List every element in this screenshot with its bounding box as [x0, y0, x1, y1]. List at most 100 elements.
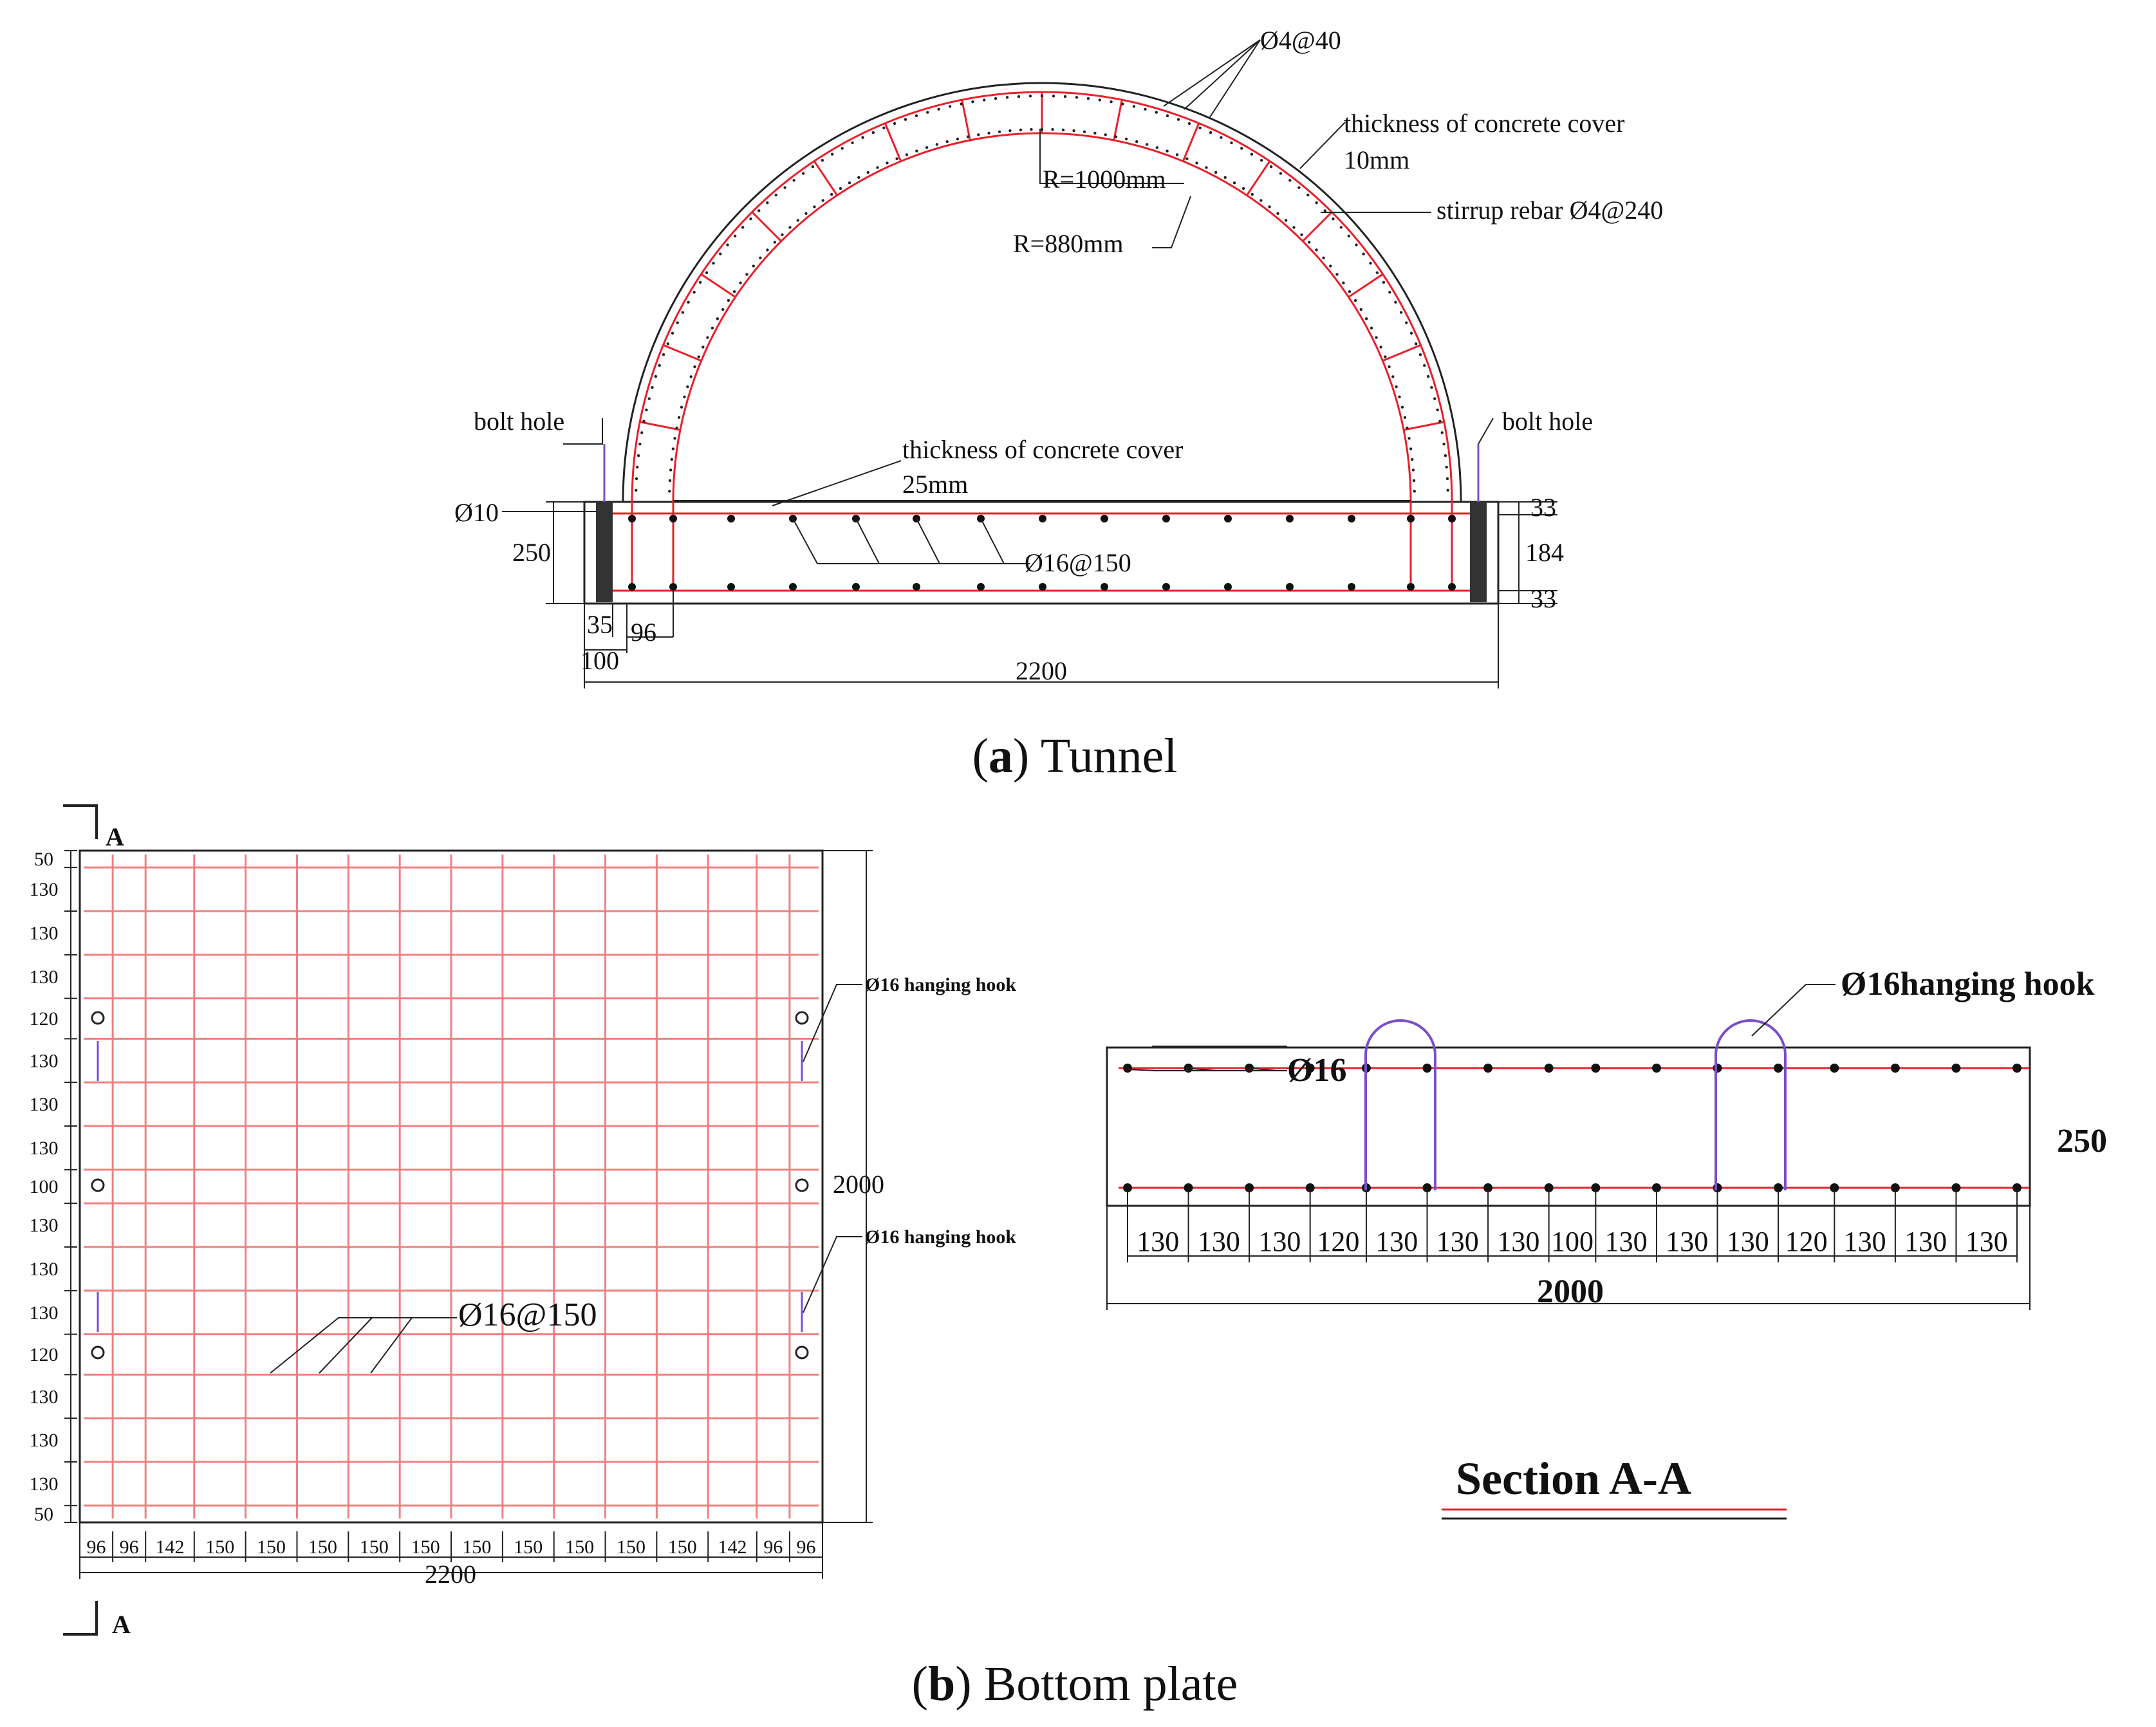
arch-rebar-dot: [1040, 127, 1044, 131]
arch-rebar-dot: [1086, 97, 1090, 100]
arch-rebar-dot: [669, 468, 673, 472]
arch-rebar-dot: [640, 431, 644, 434]
label-r-outer: R=1000mm: [1043, 165, 1166, 194]
arch-rebar-dot: [727, 299, 730, 302]
arch-rebar-dot: [687, 300, 690, 304]
slab-rebar-dot: [913, 583, 920, 591]
plate-bolt-l1: [91, 1011, 105, 1025]
arch-rebar-dot: [804, 212, 808, 215]
section-rebar-dot: [1890, 1064, 1900, 1073]
arch-rebar-dot: [712, 261, 715, 265]
plate-row-spacing-label: 130: [30, 1094, 59, 1115]
arch-rebar-dot: [937, 107, 940, 111]
arch-rebar-dot: [1308, 241, 1311, 244]
plate-col-spacing-label: 142: [718, 1537, 747, 1558]
left-bolt-hole: [596, 502, 613, 602]
label-cover-base-2: 25mm: [902, 470, 968, 499]
arch-rebar-dot: [1355, 243, 1358, 246]
section-rebar-leader-2: [1185, 1067, 1287, 1071]
leader-cover-top: [1299, 122, 1346, 169]
plate-row-spacing-label: 130: [30, 1430, 59, 1451]
arch-rebar-dot: [1008, 129, 1012, 133]
section-hook-right: [1715, 1019, 1787, 1190]
label-base-rebar: Ø16@150: [1025, 548, 1131, 577]
arch-rebar-dot: [1315, 201, 1318, 205]
slab-rebar-dot: [789, 583, 797, 591]
arch-rebar-dot: [1185, 157, 1189, 160]
arch-rebar-dot: [882, 126, 886, 129]
arch-rebar-dot: [792, 179, 795, 182]
arch-rebar-dot: [1430, 386, 1433, 389]
tunnel-base-slab: [583, 501, 1500, 605]
arch-rebar-dot: [757, 209, 761, 212]
dim-bottom-cover: 33: [1530, 584, 1556, 613]
arch-rebar-dot: [1075, 96, 1079, 99]
arch-rebar-dot: [1166, 114, 1169, 118]
arch-rebar-dot: [1030, 128, 1033, 131]
arch-rebar-dot: [1187, 122, 1191, 125]
arch-rebar-dot: [886, 162, 889, 165]
arch-rebar-dot: [1063, 95, 1067, 98]
arch-rebar-dot: [1445, 477, 1449, 481]
leader-r-inner: [1152, 196, 1191, 248]
arch-rebar-dot: [702, 346, 705, 349]
arch-rebar-dot: [857, 176, 860, 180]
slab-rebar-dots: [628, 515, 1456, 591]
arch-rebar-dot: [681, 311, 685, 314]
hook-leader-bottom: [803, 1236, 862, 1313]
arch-rebar-dot: [926, 111, 929, 114]
arch-rebar-dot: [1359, 308, 1363, 311]
section-spacing-label: 120: [1785, 1226, 1828, 1257]
arch-rebar-dot: [1335, 273, 1339, 276]
arch-rebar-dot: [680, 405, 683, 409]
arch-rebar-dot: [1220, 136, 1223, 139]
hook-leader-top: [803, 984, 862, 1062]
section-rebar-dot: [1544, 1064, 1554, 1073]
slab-rebar-dot: [669, 583, 677, 591]
arch-stirrup: [700, 273, 736, 298]
plate-hook-label-top: Ø16 hanging hook: [865, 974, 1016, 995]
plate-outline: [79, 849, 824, 1524]
arch-rebar-dot: [1061, 128, 1065, 132]
arch-rebar-dot: [1240, 147, 1243, 150]
caption-b-text: Bottom plate: [984, 1657, 1238, 1711]
plate-row-spacing-label: 130: [30, 1302, 59, 1324]
arch-rebar-dot: [1268, 205, 1271, 208]
arch-rebar-dot: [636, 465, 639, 469]
plate-col-spacing-label: 142: [155, 1537, 184, 1558]
arch-rebar-dot: [676, 321, 679, 324]
plate-col-spacing-label: 96: [120, 1537, 139, 1558]
section-spacing-label: 100: [1551, 1226, 1594, 1257]
section-rebar-dot: [1890, 1183, 1900, 1192]
arch-rebar-dot: [1279, 172, 1283, 175]
arch-rebar-dot: [739, 281, 742, 284]
arch-rebar-dot: [673, 437, 676, 440]
arch-rebar-dot: [774, 193, 777, 197]
arch-rebar-dot: [982, 98, 986, 102]
section-rebar-dot: [1951, 1064, 1961, 1073]
arch-rebar-dot: [893, 122, 897, 125]
arch-rebar-dot: [915, 149, 918, 152]
plate-dim-height: 2000: [833, 1170, 884, 1199]
section-spacing-label: 130: [1605, 1226, 1648, 1257]
arch-rebar-dot: [1388, 365, 1391, 369]
caption-a: (a) Tunnel: [972, 729, 1178, 783]
arch-rebar-dot: [1284, 219, 1288, 222]
plate-col-spacing-label: 150: [308, 1537, 337, 1558]
section-spacing-label: 130: [1375, 1226, 1418, 1257]
tunnel-left-inner-leg: [672, 502, 731, 592]
arch-rebar-dot: [677, 416, 681, 420]
arch-rebar-dot: [788, 226, 792, 229]
arch-rebar-dot: [905, 153, 909, 156]
arch-rebar-dot: [1406, 426, 1409, 430]
section-spacing-label: 130: [1497, 1226, 1539, 1257]
arch-rebar-dot: [956, 137, 960, 141]
arch-rebar-dot: [1276, 212, 1279, 215]
arch-rebar-dot: [732, 290, 736, 293]
section-rebar-dot: [1651, 1183, 1661, 1192]
arch-rebar-dot: [698, 281, 702, 284]
plate-bolt-l2: [91, 1178, 105, 1192]
arch-rebar-dot: [971, 100, 974, 104]
